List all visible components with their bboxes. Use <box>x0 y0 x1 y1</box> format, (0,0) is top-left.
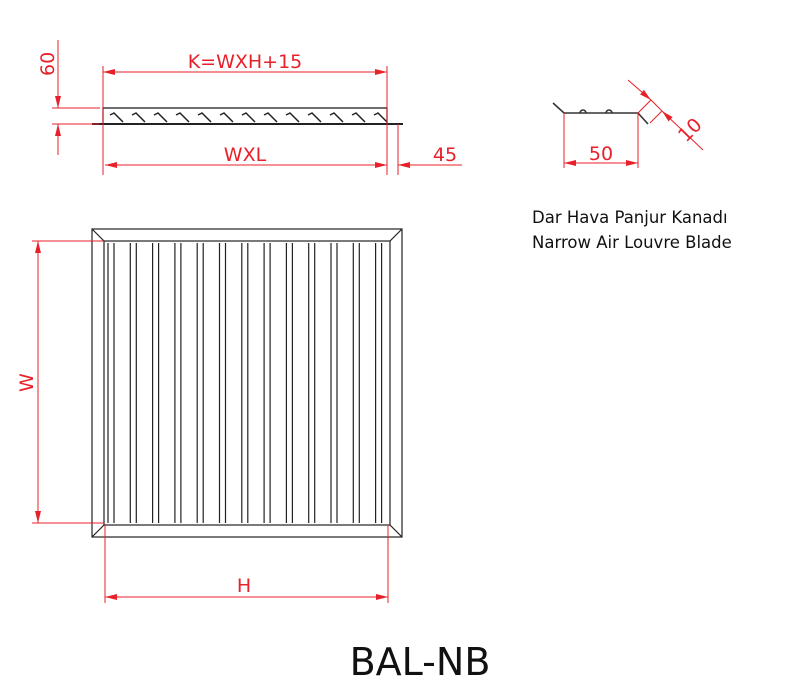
blade-50-label: 50 <box>589 143 613 165</box>
blade-section <box>329 112 344 123</box>
wxl-label: WXL <box>224 144 267 166</box>
blade-section <box>285 112 300 123</box>
blade-section <box>263 112 278 123</box>
blade-section <box>219 112 234 123</box>
w-label: W <box>16 373 38 392</box>
blade-section <box>153 112 168 123</box>
k-formula-label: K=WXH+15 <box>188 51 303 73</box>
blade-section <box>373 112 388 123</box>
front-view <box>91 228 403 538</box>
caption-english: Narrow Air Louvre Blade <box>532 233 732 252</box>
height-60-label: 60 <box>37 52 59 76</box>
front-view-dimensions <box>32 240 389 603</box>
side-view <box>92 107 403 125</box>
h-label: H <box>237 575 251 597</box>
blade-section <box>197 112 212 123</box>
blade-section <box>307 112 322 123</box>
product-title: BAL-NB <box>349 640 491 684</box>
blade-profile <box>552 102 649 125</box>
caption-turkish: Dar Hava Panjur Kanadı <box>532 208 728 227</box>
blade-10-label: 10 <box>674 114 707 147</box>
blade-section <box>175 112 190 123</box>
blade-dimensions <box>563 79 704 168</box>
side-view-dimensions <box>52 40 462 175</box>
blade-section <box>241 112 256 123</box>
blade-section <box>109 112 124 123</box>
flange-45-label: 45 <box>433 144 457 166</box>
blade-section <box>131 112 146 123</box>
blade-section <box>351 112 366 123</box>
